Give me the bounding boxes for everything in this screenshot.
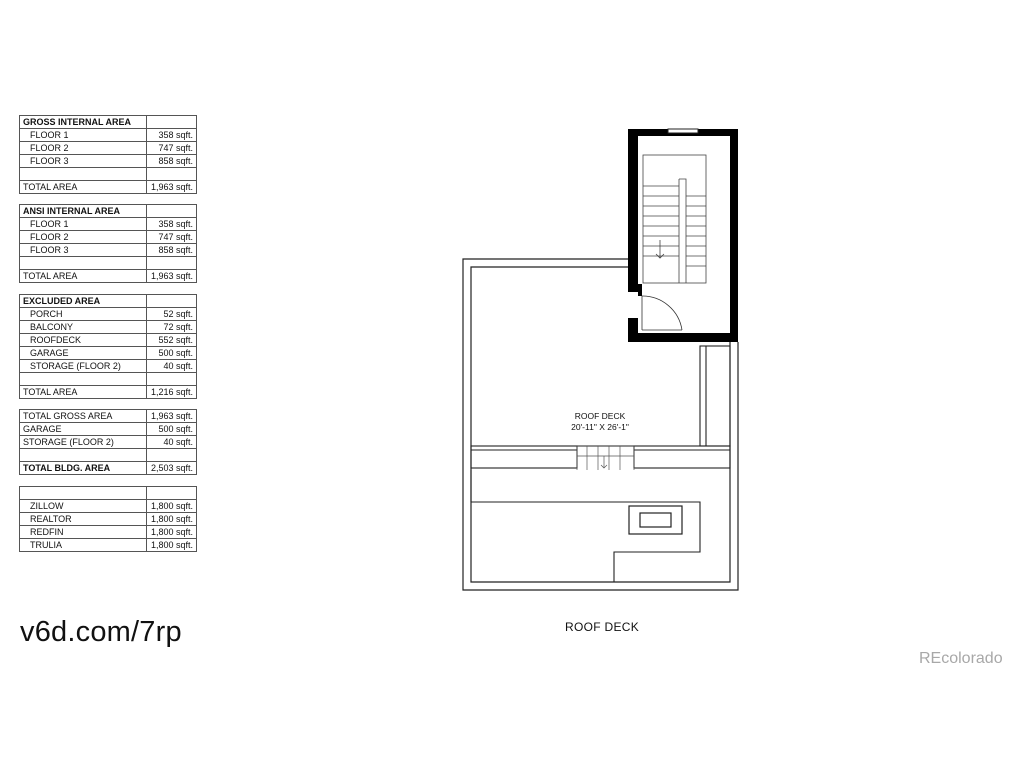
plan-caption: ROOF DECK [565, 620, 640, 634]
interior-stairs [642, 154, 707, 284]
stair-tower-walls [628, 129, 738, 342]
middle-benches [470, 445, 731, 469]
lower-deck-partitions [470, 470, 701, 582]
side-planter [699, 345, 731, 447]
deck-steps [576, 446, 635, 470]
room-dimensions-label: 20'-11" X 26'-1" [571, 422, 629, 432]
window [667, 128, 699, 134]
watermark: REcolorado [919, 650, 1003, 667]
door-swing [641, 295, 683, 331]
room-name-label: ROOF DECK [575, 411, 626, 421]
short-link[interactable]: v6d.com/7rp [20, 616, 182, 648]
deck-outline [462, 258, 739, 591]
roof-hatch [628, 505, 683, 535]
